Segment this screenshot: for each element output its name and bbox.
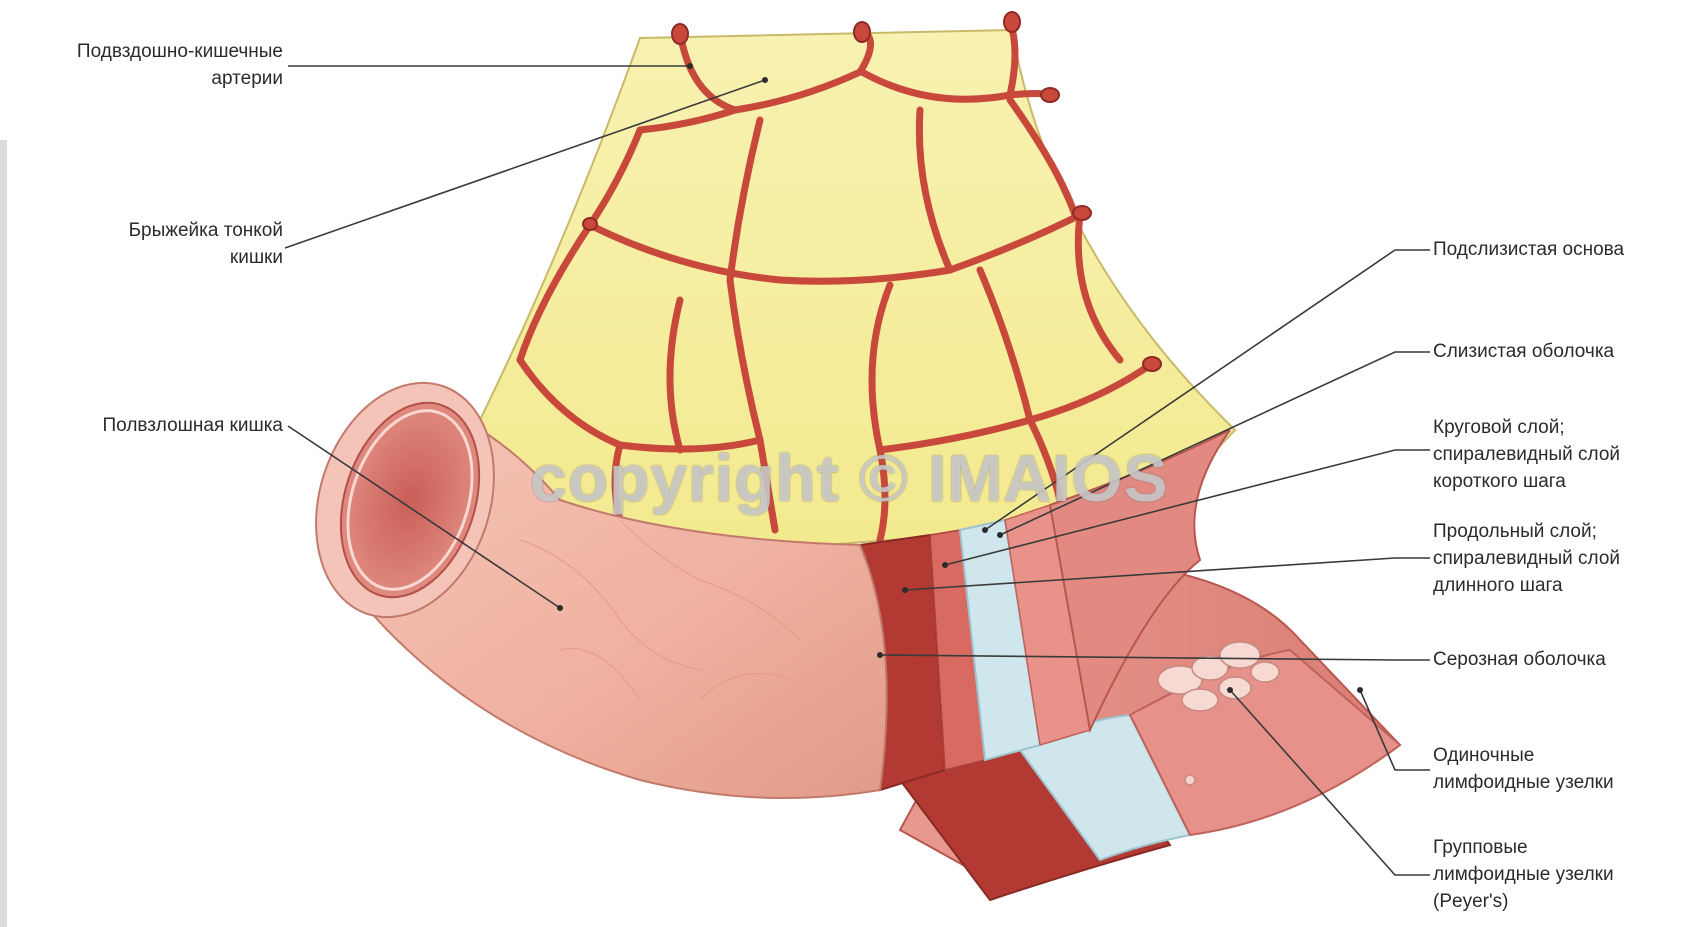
copyright-watermark: copyright © IMAIOS — [530, 440, 1169, 516]
label-submucosa: Подслизистая основа — [1433, 236, 1624, 263]
label-mucosa: Слизистая оболочка — [1433, 338, 1614, 365]
label-ileal-arteries: Подвздошно-кишечные артерии — [77, 38, 283, 92]
label-serosa: Серозная оболочка — [1433, 646, 1606, 673]
label-peyer-patches: Групповые лимфоидные узелки (Peyer's) — [1433, 834, 1614, 915]
label-solitary-nodules: Одиночные лимфоидные узелки — [1433, 742, 1614, 796]
label-longitudinal-layer: Продольный слой; спиралевидный слой длин… — [1433, 518, 1620, 599]
label-mesentery: Брыжейка тонкой кишки — [129, 217, 283, 271]
label-circular-layer: Круговой слой; спиралевидный слой коротк… — [1433, 414, 1620, 495]
label-ileum: Полвзлошная кишка — [103, 412, 283, 439]
